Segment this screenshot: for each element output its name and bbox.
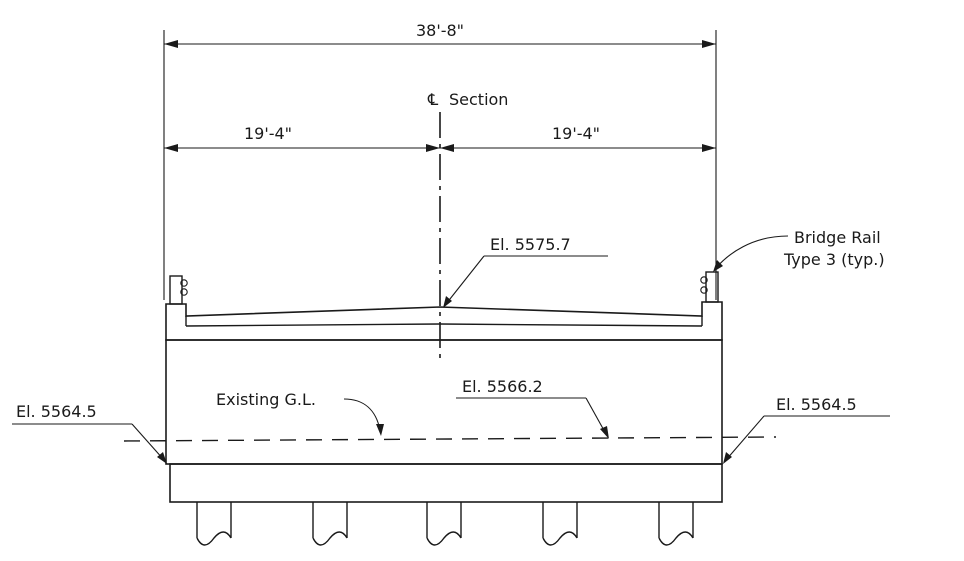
arrowhead bbox=[164, 144, 178, 152]
callout-leader bbox=[715, 235, 789, 269]
overall-dimension-label: 38'-8" bbox=[416, 21, 464, 40]
deck-elevation-callout: El. 5575.7 bbox=[443, 235, 608, 308]
ground-elevation-right-callout: El. 5564.5 bbox=[723, 395, 890, 464]
arrowhead bbox=[157, 452, 167, 464]
arrowhead bbox=[443, 296, 452, 308]
ground-elevation-right-label: El. 5564.5 bbox=[776, 395, 857, 414]
ground-elevation-left-label: El. 5564.5 bbox=[16, 402, 97, 421]
pile-shape bbox=[196, 502, 232, 546]
footing bbox=[169, 463, 723, 503]
pile-shape bbox=[312, 502, 348, 546]
pile-shape bbox=[658, 502, 694, 546]
arrowhead bbox=[702, 40, 716, 48]
bridge-rail-label-line1: Bridge Rail bbox=[794, 228, 881, 247]
centerline: ℄ Section bbox=[427, 90, 508, 358]
piles bbox=[196, 502, 694, 546]
pile bbox=[658, 502, 694, 546]
ground-elevation-left-callout: El. 5564.5 bbox=[12, 402, 167, 464]
half-dimensions: 19'-4" 19'-4" bbox=[164, 124, 716, 152]
rail-tube bbox=[700, 276, 708, 284]
callout-leader bbox=[131, 423, 165, 461]
pile bbox=[426, 502, 462, 546]
existing-ground-line bbox=[123, 436, 777, 442]
callout-leader bbox=[725, 415, 765, 461]
bridge-rail-callout: Bridge Rail Type 3 (typ.) bbox=[713, 228, 885, 272]
overall-dimension: 38'-8" bbox=[163, 21, 717, 300]
arrowhead bbox=[600, 426, 609, 439]
existing-ground-label: Existing G.L. bbox=[216, 390, 316, 409]
rail-tube bbox=[700, 286, 708, 294]
pile bbox=[196, 502, 232, 546]
centerline-label: Section bbox=[449, 90, 508, 109]
left-half-dimension-label: 19'-4" bbox=[244, 124, 292, 143]
callout-leader bbox=[343, 398, 381, 431]
pile-shape bbox=[426, 502, 462, 546]
arrowhead bbox=[440, 144, 454, 152]
bridge-rail-left bbox=[169, 275, 188, 305]
bridge-rail-label-line2: Type 3 (typ.) bbox=[783, 250, 885, 269]
pile-shape bbox=[542, 502, 578, 546]
rail-tube bbox=[180, 279, 188, 287]
abutment bbox=[165, 339, 723, 503]
arrowhead bbox=[713, 260, 723, 272]
arrowhead bbox=[426, 144, 440, 152]
pile bbox=[542, 502, 578, 546]
deck-outline bbox=[165, 301, 723, 341]
rail-post bbox=[169, 275, 183, 305]
deck-elevation-label: El. 5575.7 bbox=[490, 235, 571, 254]
deck-soffit-line bbox=[185, 323, 703, 327]
ground-elevation-center-label: El. 5566.2 bbox=[462, 377, 543, 396]
ground-elevation-center-callout: El. 5566.2 bbox=[456, 377, 609, 439]
bridge-rail-right bbox=[700, 271, 719, 303]
arrowhead bbox=[164, 40, 178, 48]
arrowhead bbox=[702, 144, 716, 152]
existing-ground-callout: Existing G.L. bbox=[216, 390, 384, 436]
deck bbox=[165, 301, 723, 341]
arrowhead bbox=[723, 452, 732, 464]
right-half-dimension-label: 19'-4" bbox=[552, 124, 600, 143]
arrowhead bbox=[376, 424, 384, 436]
centerline-symbol: ℄ bbox=[427, 90, 439, 109]
rail-tube bbox=[180, 288, 188, 296]
callout-leader bbox=[445, 255, 485, 305]
pile bbox=[312, 502, 348, 546]
